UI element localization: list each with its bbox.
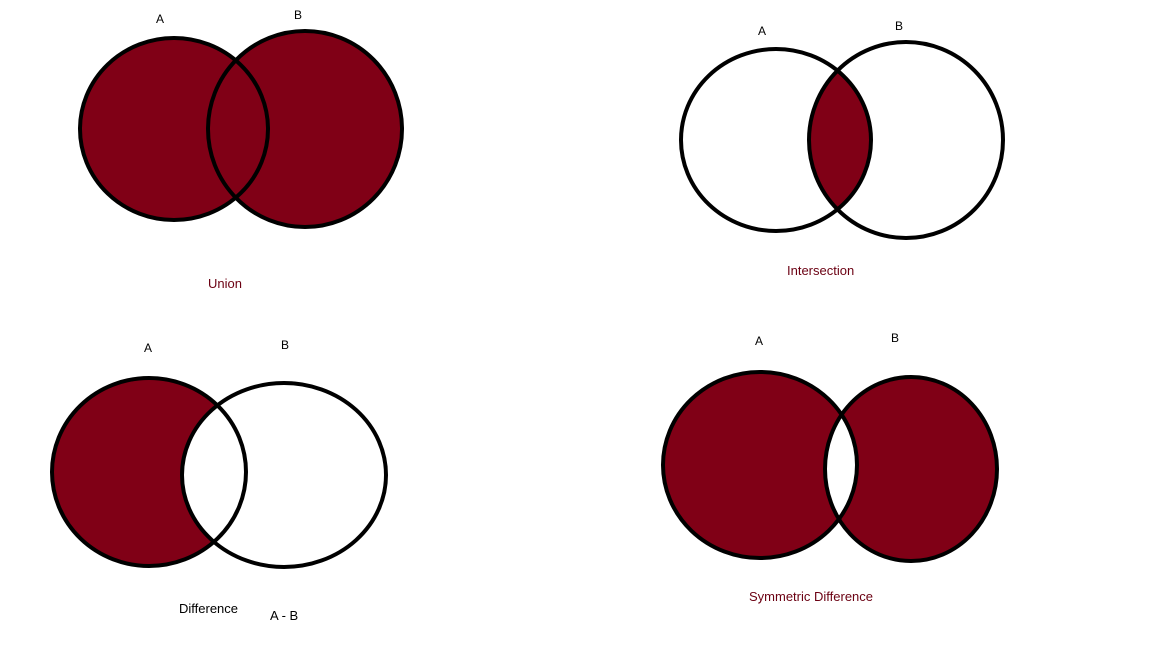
union-set-b-circle	[206, 29, 404, 229]
intersection-diagram: A B Intersection	[679, 19, 1005, 278]
symmetric-difference-diagram: A B Symmetric Difference	[661, 331, 999, 604]
difference-subcaption: A - B	[270, 608, 298, 623]
intersection-label-a: A	[758, 24, 766, 38]
symmetric-set-a-circle	[661, 370, 859, 560]
union-label-b: B	[294, 8, 302, 22]
difference-label-a: A	[144, 341, 152, 355]
union-diagram: A B Union	[78, 8, 404, 291]
symmetric-set-b-fill	[825, 377, 997, 561]
intersection-caption: Intersection	[787, 263, 854, 278]
union-set-a-circle	[78, 36, 270, 222]
union-caption: Union	[208, 276, 242, 291]
symmetric-label-b: B	[891, 331, 899, 345]
difference-set-b-circle	[180, 381, 388, 569]
symmetric-set-a-fill	[663, 372, 857, 558]
symmetric-caption: Symmetric Difference	[749, 589, 873, 604]
symmetric-set-b-circle	[823, 375, 999, 563]
difference-set-a-circle	[50, 376, 248, 568]
intersection-set-a-circle	[679, 47, 873, 233]
difference-caption: Difference	[179, 601, 238, 616]
intersection-label-b: B	[895, 19, 903, 33]
difference-diagram: A B Difference A - B	[50, 338, 388, 623]
union-set-b-fill	[208, 31, 402, 227]
symmetric-label-a: A	[755, 334, 763, 348]
intersection-set-b-circle	[807, 40, 1005, 240]
difference-label-b: B	[281, 338, 289, 352]
union-label-a: A	[156, 12, 164, 26]
